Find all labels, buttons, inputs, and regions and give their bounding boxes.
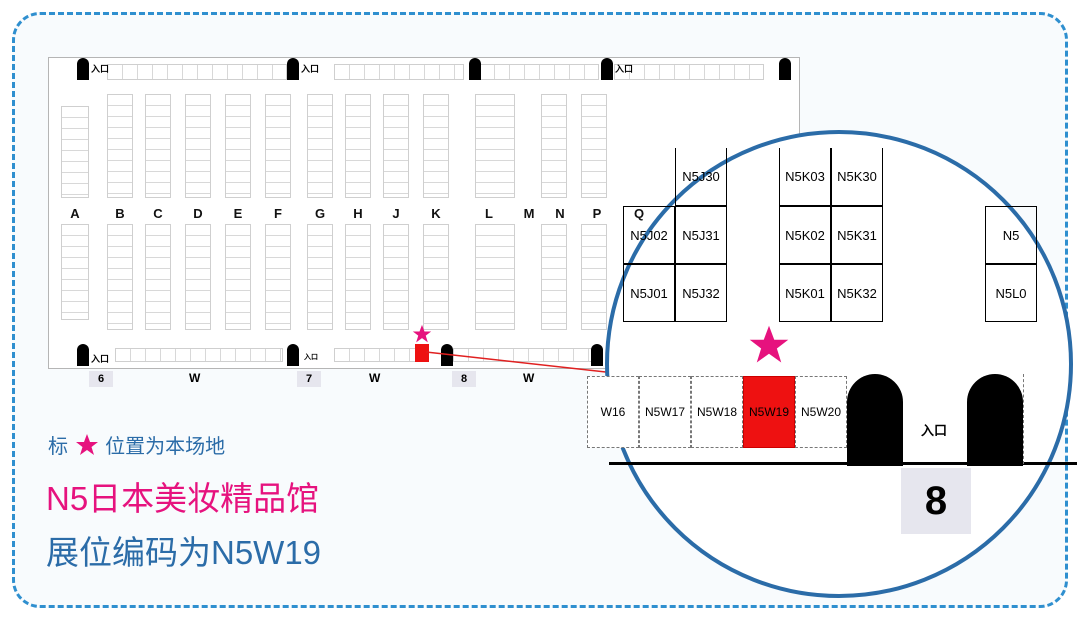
booth-cell: N5K32	[831, 264, 883, 322]
booth-code-text: 展位编码为N5W19	[46, 534, 322, 571]
row-letter: Q	[633, 206, 645, 221]
entrance-label: 入口	[91, 64, 110, 74]
booth-block-h-lower	[345, 224, 371, 330]
booth-block-h	[345, 94, 371, 198]
gate-icon	[779, 58, 791, 80]
booth-cell: N5K02	[779, 206, 831, 264]
booth-edge	[1023, 374, 1030, 464]
gate-number: 8	[452, 371, 476, 387]
booth-cell: N5J32	[675, 264, 727, 322]
row-letter: L	[485, 206, 493, 221]
row-letter: P	[592, 206, 602, 221]
booth-block-b	[107, 94, 133, 198]
booth-block-c-lower	[145, 224, 171, 330]
star-icon	[75, 434, 98, 455]
booth-cell: N5W17	[639, 376, 691, 448]
floor-plan-overview: 入口 入口 入口 A B C D E F G H J K L M N P Q 入…	[48, 57, 800, 387]
booth-block-p	[581, 94, 607, 198]
booth-cell: N5K31	[831, 206, 883, 264]
booth-cell: N5J02	[623, 206, 675, 264]
booth-cell: N5K30	[831, 148, 883, 206]
booth-block-l-lower	[475, 224, 515, 330]
w-row-label: W	[369, 371, 381, 385]
row-letter: A	[70, 206, 80, 221]
w-row-label: W	[523, 371, 535, 385]
booth-block-e-lower	[225, 224, 251, 330]
booth-block-d	[185, 94, 211, 198]
entrance-label: 入口	[304, 354, 318, 361]
booth-block-k-lower	[423, 224, 449, 330]
gate-icon	[967, 374, 1023, 466]
w-row-label: W	[189, 371, 201, 385]
legend-prefix: 标	[48, 436, 68, 458]
gate-number: 6	[89, 371, 113, 387]
booth-cell: W16	[587, 376, 639, 448]
venue-title: N5日本美妆精品馆	[46, 480, 320, 517]
entrance-label: 入口	[301, 64, 320, 74]
booth-block-a	[61, 106, 89, 198]
row-letter: N	[555, 206, 565, 221]
booth-cell: N5J31	[675, 206, 727, 264]
star-icon	[412, 324, 432, 343]
booth-block-n-lower	[541, 224, 567, 330]
booth-block-n	[541, 94, 567, 198]
gate-icon	[287, 58, 299, 80]
highlight-booth	[415, 344, 429, 362]
wall-line	[609, 462, 1077, 465]
row-letter: K	[431, 206, 441, 221]
row-letter: J	[392, 206, 400, 221]
entrance-label: 入口	[615, 64, 634, 74]
booth-cell: N5J30	[675, 148, 727, 206]
row-letter: H	[353, 206, 363, 221]
booth-block-a-lower	[61, 224, 89, 320]
top-booth-strip	[614, 64, 764, 80]
booth-cell: N5K03	[779, 148, 831, 206]
booth-block-p-lower	[581, 224, 607, 330]
booth-cell: N5W18	[691, 376, 743, 448]
booth-block-f-lower	[265, 224, 291, 330]
booth-block-c	[145, 94, 171, 198]
booth-block-j-lower	[383, 224, 409, 330]
booth-cell: N5	[985, 206, 1037, 264]
star-icon	[749, 325, 789, 363]
row-letter: F	[274, 206, 282, 221]
row-letter: G	[314, 206, 326, 221]
booth-block-e	[225, 94, 251, 198]
booth-block-b-lower	[107, 224, 133, 330]
zoom-magnifier: N5J30 N5K03 N5K30 N5J02 N5J31 N5K02 N5K3…	[587, 130, 1077, 598]
row-letter: B	[115, 206, 125, 221]
booth-cell: N5W20	[795, 376, 847, 448]
booth-block-l	[475, 94, 515, 198]
legend-suffix: 位置为本场地	[105, 436, 226, 458]
top-booth-strip	[107, 64, 287, 80]
entrance-label: 入口	[91, 354, 110, 364]
gate-icon	[847, 374, 903, 466]
booth-block-j	[383, 94, 409, 198]
gate-icon	[287, 344, 299, 366]
gate-icon	[77, 58, 89, 80]
booth-block-d-lower	[185, 224, 211, 330]
row-letter: M	[523, 206, 535, 221]
gate-icon	[601, 58, 613, 80]
gate-icon	[469, 58, 481, 80]
row-letter: D	[193, 206, 203, 221]
gate-number: 8	[901, 468, 971, 534]
booth-block-f	[265, 94, 291, 198]
booth-block-g	[307, 94, 333, 198]
w-booth-strip	[115, 348, 283, 362]
top-booth-strip	[334, 64, 464, 80]
booth-block-k	[423, 94, 449, 198]
booth-block-g-lower	[307, 224, 333, 330]
entrance-label: 入口	[921, 423, 948, 438]
booth-cell: N5J01	[623, 264, 675, 322]
gate-icon	[591, 344, 603, 366]
row-letter: C	[153, 206, 163, 221]
highlighted-booth-cell: N5W19	[743, 376, 795, 448]
row-letter: E	[233, 206, 243, 221]
gate-icon	[77, 344, 89, 366]
booth-cell: N5L0	[985, 264, 1037, 322]
gate-number: 7	[297, 371, 321, 387]
booth-cell: N5K01	[779, 264, 831, 322]
legend: 标 位置为本场地	[48, 430, 225, 459]
